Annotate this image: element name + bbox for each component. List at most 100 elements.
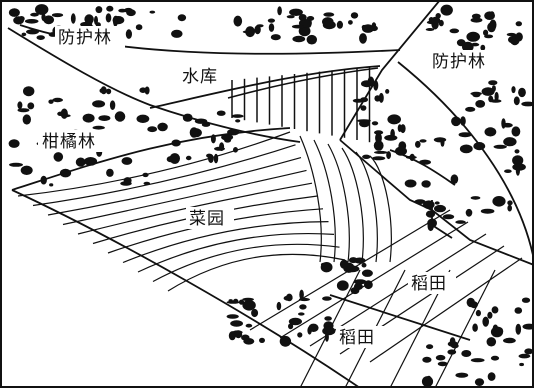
vegetation-blotch (245, 26, 256, 38)
vegetation-blotch (49, 183, 54, 187)
vegetation-blotch (456, 39, 466, 47)
label-citrus: 柑橘林 (42, 132, 96, 152)
vegetation-blotch (491, 306, 499, 314)
vegetation-blotch (404, 179, 417, 188)
vegetation-blotch (425, 28, 435, 31)
vegetation-blotch (434, 204, 446, 213)
vegetation-blotch (320, 262, 333, 273)
vegetation-blotch (511, 126, 521, 137)
vegetation-blotch (298, 25, 311, 37)
vegetation-blotch (515, 323, 522, 335)
vegetation-blotch (233, 15, 243, 27)
vegetation-blotch (289, 8, 303, 16)
vegetation-blotch (17, 108, 30, 113)
vegetation-blotch (95, 6, 103, 14)
vegetation-blotch (474, 378, 485, 386)
vegetation-blotch (121, 157, 133, 165)
vegetation-blotch (299, 304, 307, 310)
vegetation-blotch (226, 314, 239, 319)
vegetation-blotch (415, 140, 421, 148)
vegetation-blotch (458, 132, 472, 138)
vegetation-blotch (98, 115, 111, 121)
terrace-line (62, 169, 307, 226)
vegetation-blotch (214, 146, 225, 151)
vegetation-blotch (157, 122, 168, 132)
vegetation-blotch (372, 156, 386, 161)
vegetation-blotch (51, 13, 64, 18)
vegetation-blotch (387, 114, 402, 125)
vegetation-blotch (514, 307, 523, 314)
vegetation-blotch (149, 10, 156, 14)
terrace-vertical (341, 147, 364, 263)
vegetation-blotch (359, 33, 367, 44)
vegetation-blotch (299, 289, 304, 300)
terrace-line (152, 243, 340, 283)
vegetation-blotch (106, 5, 114, 12)
label-forest-left: 防护林 (58, 28, 112, 48)
vegetation-blotch (242, 300, 256, 311)
vegetation-blotch (48, 99, 54, 104)
vegetation-blotch (449, 28, 460, 34)
vegetation-blotch (360, 105, 367, 111)
vegetation-blotch (306, 34, 317, 45)
vegetation-blotch (437, 361, 448, 367)
vegetation-blotch (522, 323, 534, 330)
vegetation-blotch (482, 316, 490, 327)
vegetation-blotch (292, 35, 306, 43)
vegetation-blotch (21, 32, 27, 37)
vegetation-blotch (30, 12, 39, 17)
vegetation-blotch (470, 358, 485, 363)
vegetation-blotch (455, 220, 466, 224)
vegetation-blotch (504, 337, 515, 343)
vegetation-blotch (495, 327, 504, 336)
vegetation-blotch (92, 125, 105, 130)
region-boundaries (7, 0, 534, 388)
vegetation-blotch (232, 330, 243, 335)
vegetation-blotch (484, 127, 497, 137)
vegetation-blotch (400, 124, 406, 134)
garden-terraces (17, 131, 392, 292)
vegetation-blotch (421, 376, 434, 387)
vegetation-blotch (480, 44, 486, 51)
vegetation-blotch (231, 114, 244, 118)
vegetation-blotch (322, 296, 332, 301)
terrace-vertical (299, 135, 322, 263)
vegetation-blotch (475, 100, 486, 108)
vegetation-blotch (235, 119, 241, 123)
paddy-row-line (249, 209, 451, 331)
vegetation-blotch (492, 196, 506, 207)
vegetation-blotch (461, 350, 472, 357)
vegetation-blotch (94, 15, 98, 25)
vegetation-blotch (488, 95, 494, 103)
terrace-vertical (369, 155, 392, 263)
vegetation-blotch (424, 184, 430, 188)
vegetation-blotch (286, 15, 295, 19)
vegetation-blotch (455, 372, 469, 378)
diagonal-line (339, 0, 441, 141)
terrace-vertical (355, 151, 378, 263)
road-line (389, 149, 456, 186)
vegetation-blotch (243, 338, 255, 345)
vegetation-blotch (361, 269, 373, 277)
vegetation-blotch (486, 337, 497, 347)
vegetation-blotch (336, 20, 343, 29)
vegetation-blotch (277, 6, 282, 16)
vegetation-blotch (484, 34, 494, 39)
vegetation-blotch (135, 24, 143, 31)
vegetation-blotch (480, 208, 495, 214)
vegetation-blotch (487, 372, 496, 381)
vegetation-blotch (515, 21, 522, 27)
vegetation-blotch (373, 140, 384, 151)
vegetation-blotch (494, 91, 499, 102)
vegetation-blotch (450, 174, 459, 184)
vegetation-blotch (24, 19, 39, 24)
vegetation-blotch (507, 200, 513, 206)
vegetation-blotch (43, 15, 55, 25)
label-forest-right: 防护林 (432, 52, 486, 72)
vegetation-blotch (230, 320, 244, 327)
vegetation-blotch (126, 9, 136, 17)
vegetation-blotch (27, 102, 35, 110)
vegetation-blotch (370, 25, 378, 32)
vegetation-blotch (336, 280, 349, 291)
vegetation-blotch (518, 87, 526, 98)
